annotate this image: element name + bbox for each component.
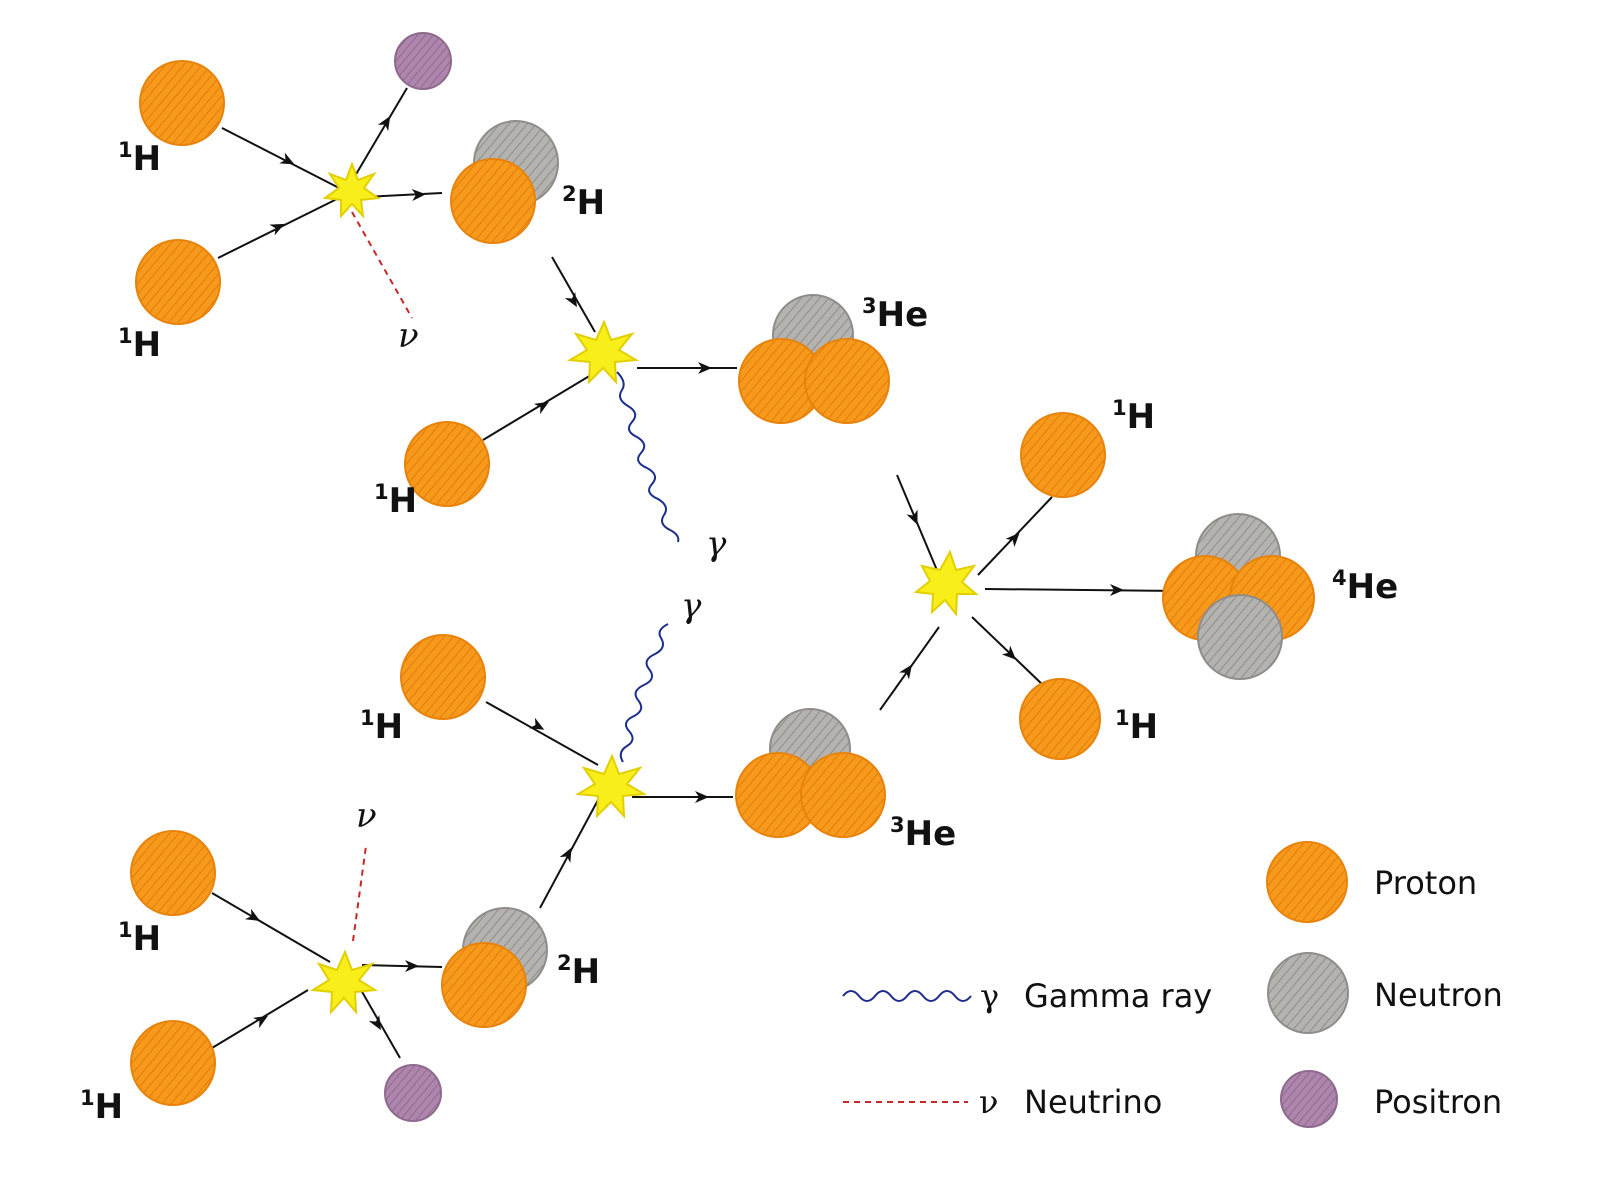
arrowhead (252, 1015, 269, 1029)
neutrino-line-bottom (352, 845, 367, 942)
hydrogen-label: 1H (118, 918, 161, 959)
arrowhead (695, 791, 709, 803)
reaction-flash-bottom-left (310, 949, 379, 1015)
helium3-label: 3He (862, 294, 928, 335)
reaction-flash-top-left (322, 161, 381, 219)
arrowhead (368, 1015, 381, 1031)
arrow-deuterium-to-flash-top (551, 256, 596, 333)
legend: γ Gamma ray ν Neutrino Proton Neutron Po… (842, 841, 1503, 1128)
gamma-symbol: γ (706, 524, 727, 564)
proton (135, 239, 221, 325)
arrowhead (529, 717, 545, 730)
arrowhead (1001, 645, 1017, 660)
arrowhead (533, 401, 550, 415)
arrow-flash-to-deuterium-top (364, 192, 443, 198)
reaction-flash-final (913, 549, 979, 617)
arrowhead (906, 509, 918, 525)
proton (450, 158, 536, 244)
arrowhead (1005, 532, 1020, 548)
arrow-flash-to-deuterium-bottom (361, 964, 443, 968)
proton (130, 1020, 216, 1106)
arrowhead (405, 960, 419, 972)
hydrogen-label: 1H (374, 480, 417, 521)
legend-label: Positron (1374, 1083, 1502, 1121)
legend-label: Gamma ray (1024, 977, 1212, 1015)
legend-positron: Positron (1280, 1070, 1502, 1128)
gamma-symbol: γ (681, 586, 702, 626)
legend-neutron: Neutron (1267, 952, 1503, 1034)
legend-proton: Proton (1266, 841, 1477, 923)
gamma-ray-icon (842, 990, 972, 1002)
arrowhead (899, 664, 913, 680)
arrow-proton-to-flash-mid-bottom (485, 701, 599, 766)
helium4-label: 4He (1332, 566, 1398, 607)
reaction-flashes (310, 161, 979, 1015)
proton (1020, 412, 1106, 498)
neutrino-symbol: ν (979, 1083, 998, 1121)
arrowhead (269, 223, 285, 236)
proton (400, 634, 486, 720)
gamma-line-bottom (619, 623, 669, 763)
arrowhead (564, 292, 577, 308)
hydrogen-label: 1H (118, 138, 161, 179)
hydrogen-label: 1H (118, 324, 161, 365)
proton (404, 421, 490, 507)
proton (800, 752, 886, 838)
arrowhead (559, 847, 572, 863)
particle-labels: 1H 1H 2H 3He 1H 1H 4He 1H 1H 3He 1H 2H 1… (80, 138, 1398, 1127)
legend-gamma-ray: γ Gamma ray (842, 977, 1212, 1015)
arrow-proton-to-flash-top (221, 127, 344, 191)
arrowhead (411, 189, 426, 201)
positron (384, 1064, 442, 1122)
legend-label: Neutron (1374, 976, 1503, 1014)
proton (130, 830, 216, 916)
neutrino-symbol: ν (398, 316, 419, 356)
reaction-lines (211, 87, 1185, 1059)
arrowhead (279, 152, 295, 165)
hydrogen-label: 1H (1112, 396, 1155, 437)
proton (441, 942, 527, 1028)
particles (130, 32, 1315, 1122)
gamma-symbol: γ (980, 977, 999, 1015)
arrow-proton-to-flash-bottom (211, 892, 331, 963)
proton (139, 60, 225, 146)
arrow-helium3-to-flash-top (896, 474, 940, 576)
legend-neutrino: ν Neutrino (843, 1083, 1162, 1121)
deuterium-label: 2H (562, 182, 605, 223)
arrowhead (377, 115, 391, 132)
reaction-flash-bottom-mid (574, 753, 648, 819)
neutron (1197, 594, 1283, 680)
arrowhead (698, 362, 712, 374)
legend-label: Proton (1374, 864, 1477, 902)
arrowheads (245, 115, 1124, 1031)
gamma-line-top (616, 371, 680, 543)
deuterium-label: 2H (557, 951, 600, 992)
neutrino-line-top (351, 211, 413, 319)
positron (394, 32, 452, 90)
neutron-icon (1267, 952, 1349, 1034)
reaction-flash-top-mid (566, 319, 640, 385)
hydrogen-label: 1H (360, 706, 403, 747)
positron-icon (1280, 1070, 1338, 1128)
arrowhead (245, 908, 261, 921)
helium3-label: 3He (890, 813, 956, 854)
legend-label: Neutrino (1024, 1083, 1162, 1121)
hydrogen-label: 1H (1115, 706, 1158, 747)
arrow-flash-to-helium4 (984, 588, 1185, 592)
proton (804, 338, 890, 424)
neutrino-symbol: ν (356, 796, 377, 836)
proton (1019, 678, 1101, 760)
hydrogen-label: 1H (80, 1086, 123, 1127)
arrowhead (1110, 584, 1124, 596)
proton-icon (1266, 841, 1348, 923)
arrow-flash-to-proton-lower (971, 616, 1046, 688)
arrow-flash-to-positron-top (354, 87, 408, 177)
